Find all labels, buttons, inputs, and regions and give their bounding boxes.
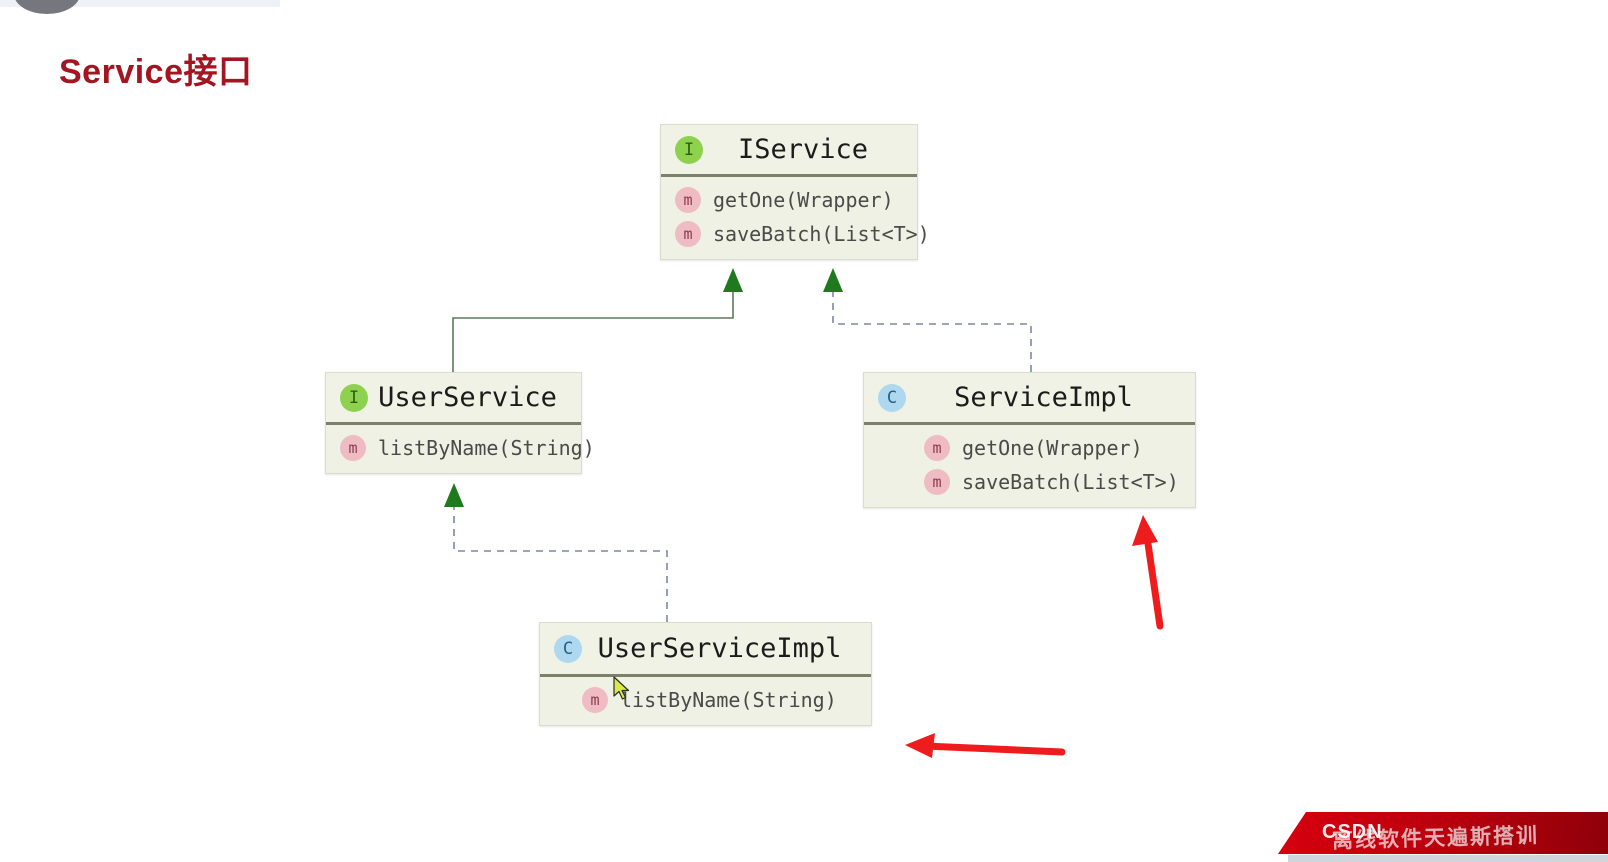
method-icon: m bbox=[675, 187, 701, 213]
watermark-banner: 离线软件天遍斯搭训 CSDN bbox=[1278, 812, 1608, 854]
uml-member-label: listByName(String) bbox=[378, 436, 595, 460]
uml-class-iservice[interactable]: I IService m getOne(Wrapper) m saveBatch… bbox=[660, 124, 930, 260]
method-icon: m bbox=[675, 221, 701, 247]
method-icon: m bbox=[582, 687, 608, 713]
interface-icon: I bbox=[340, 383, 368, 412]
top-edge-bar bbox=[0, 0, 280, 7]
uml-class-members: m listByName(String) bbox=[540, 677, 871, 725]
uml-class-members: m listByName(String) bbox=[326, 425, 595, 473]
uml-member-label: saveBatch(List<T>) bbox=[713, 222, 930, 246]
uml-class-userserviceimpl[interactable]: C UserServiceImpl m listByName(String) bbox=[539, 622, 872, 726]
uml-member-label: listByName(String) bbox=[620, 688, 837, 712]
banner-shape bbox=[1278, 812, 1608, 854]
uml-class-name: ServiceImpl bbox=[954, 382, 1133, 413]
class-icon: C bbox=[554, 634, 582, 663]
method-icon: m bbox=[924, 469, 950, 495]
uml-class-members: m getOne(Wrapper) m saveBatch(List<T>) bbox=[661, 177, 930, 259]
watermark-brand: CSDN bbox=[1322, 821, 1383, 843]
uml-member-label: getOne(Wrapper) bbox=[713, 188, 894, 212]
relation-userservice-to-iservice bbox=[452, 268, 743, 372]
method-icon: m bbox=[924, 435, 950, 461]
interface-icon: I bbox=[675, 135, 703, 164]
uml-member-row[interactable]: m getOne(Wrapper) bbox=[661, 183, 917, 217]
banner-underline bbox=[1288, 855, 1608, 862]
uml-class-members: m getOne(Wrapper) m saveBatch(List<T>) bbox=[864, 425, 1195, 507]
uml-member-row[interactable]: m saveBatch(List<T>) bbox=[661, 217, 930, 251]
class-icon: C bbox=[878, 383, 906, 412]
uml-member-row[interactable]: m getOne(Wrapper) bbox=[910, 431, 1195, 465]
mouse-cursor bbox=[613, 676, 630, 700]
relation-serviceimpl-to-iservice bbox=[823, 268, 1032, 372]
uml-class-header: I UserService bbox=[326, 373, 581, 425]
uml-class-serviceimpl[interactable]: C ServiceImpl m getOne(Wrapper) m saveBa… bbox=[863, 372, 1196, 508]
uml-member-label: saveBatch(List<T>) bbox=[962, 470, 1179, 494]
annotation-arrow-to-userserviceimpl bbox=[905, 733, 1066, 758]
uml-class-name: UserService bbox=[378, 382, 557, 413]
uml-class-header: C UserServiceImpl bbox=[540, 623, 871, 677]
uml-member-row[interactable]: m listByName(String) bbox=[326, 431, 595, 465]
uml-member-label: getOne(Wrapper) bbox=[962, 436, 1143, 460]
uml-member-row[interactable]: m listByName(String) bbox=[568, 683, 871, 717]
uml-class-header: I IService bbox=[661, 125, 917, 177]
uml-class-name: UserServiceImpl bbox=[597, 633, 842, 664]
uml-class-header: C ServiceImpl bbox=[864, 373, 1195, 425]
uml-member-row[interactable]: m saveBatch(List<T>) bbox=[910, 465, 1195, 499]
uml-class-name: IService bbox=[737, 134, 869, 165]
method-icon: m bbox=[340, 435, 366, 461]
uml-class-userservice[interactable]: I UserService m listByName(String) bbox=[325, 372, 595, 474]
top-left-partial-shape bbox=[14, 0, 80, 14]
relation-userserviceimpl-to-userservice bbox=[444, 483, 668, 622]
annotation-arrow-to-serviceimpl bbox=[1132, 515, 1164, 630]
page-title: Service接口 bbox=[59, 53, 253, 91]
